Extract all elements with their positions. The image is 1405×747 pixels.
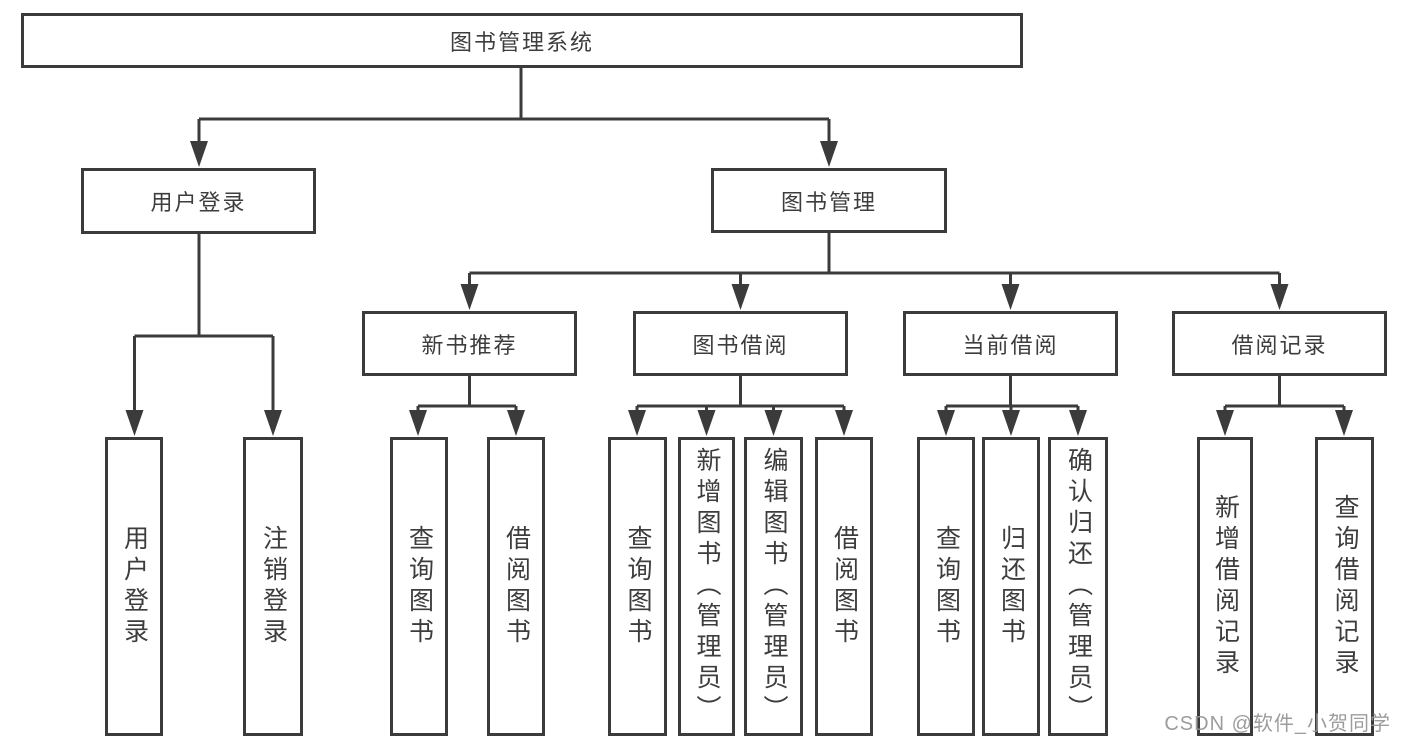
- leaf-confirm-return-admin: 确认归还（管理员）: [1048, 437, 1108, 736]
- leaf-borrow-books-borrow-label: 借阅图书: [830, 524, 859, 649]
- leaf-borrow-books-borrow: 借阅图书: [815, 437, 873, 736]
- leaf-add-books-admin-label: 新增图书（管理员）: [693, 447, 721, 726]
- node-book-borrow: 图书借阅: [633, 311, 848, 376]
- leaf-edit-books-admin-label: 编辑图书（管理员）: [760, 447, 788, 726]
- leaf-return-books: 归还图书: [982, 437, 1040, 736]
- leaf-logout-login-label: 注销登录: [259, 524, 288, 649]
- leaf-query-books-current: 查询图书: [917, 437, 975, 736]
- leaf-user-login: 用户登录: [105, 437, 163, 736]
- leaf-user-login-label: 用户登录: [120, 524, 149, 649]
- node-library-management-system: 图书管理系统: [21, 13, 1023, 68]
- leaf-borrow-books-recommend: 借阅图书: [487, 437, 545, 736]
- leaf-query-books-recommend: 查询图书: [390, 437, 448, 736]
- leaf-query-books-borrow-label: 查询图书: [624, 524, 652, 649]
- node-current-borrow: 当前借阅: [903, 311, 1118, 376]
- arrowheads: [125, 141, 1353, 436]
- leaf-query-books-borrow: 查询图书: [608, 437, 667, 736]
- leaf-add-borrow-record-label: 新增借阅记录: [1211, 493, 1240, 680]
- leaf-logout-login: 注销登录: [243, 437, 303, 736]
- leaf-query-books-current-label: 查询图书: [932, 524, 961, 649]
- node-new-book-recommend: 新书推荐: [362, 311, 577, 376]
- node-borrow-records: 借阅记录: [1172, 311, 1387, 376]
- node-user-login: 用户登录: [81, 168, 316, 234]
- leaf-query-books-recommend-label: 查询图书: [405, 524, 434, 649]
- leaf-confirm-return-admin-label: 确认归还（管理员）: [1064, 447, 1093, 726]
- leaf-return-books-label: 归还图书: [997, 524, 1026, 649]
- leaf-add-books-admin: 新增图书（管理员）: [678, 437, 735, 736]
- node-book-management: 图书管理: [711, 168, 947, 233]
- leaf-add-borrow-record: 新增借阅记录: [1197, 437, 1253, 736]
- leaf-borrow-books-recommend-label: 借阅图书: [502, 524, 531, 649]
- leaf-query-borrow-record-label: 查询借阅记录: [1331, 493, 1359, 680]
- leaf-query-borrow-record: 查询借阅记录: [1315, 437, 1374, 736]
- leaf-edit-books-admin: 编辑图书（管理员）: [744, 437, 803, 736]
